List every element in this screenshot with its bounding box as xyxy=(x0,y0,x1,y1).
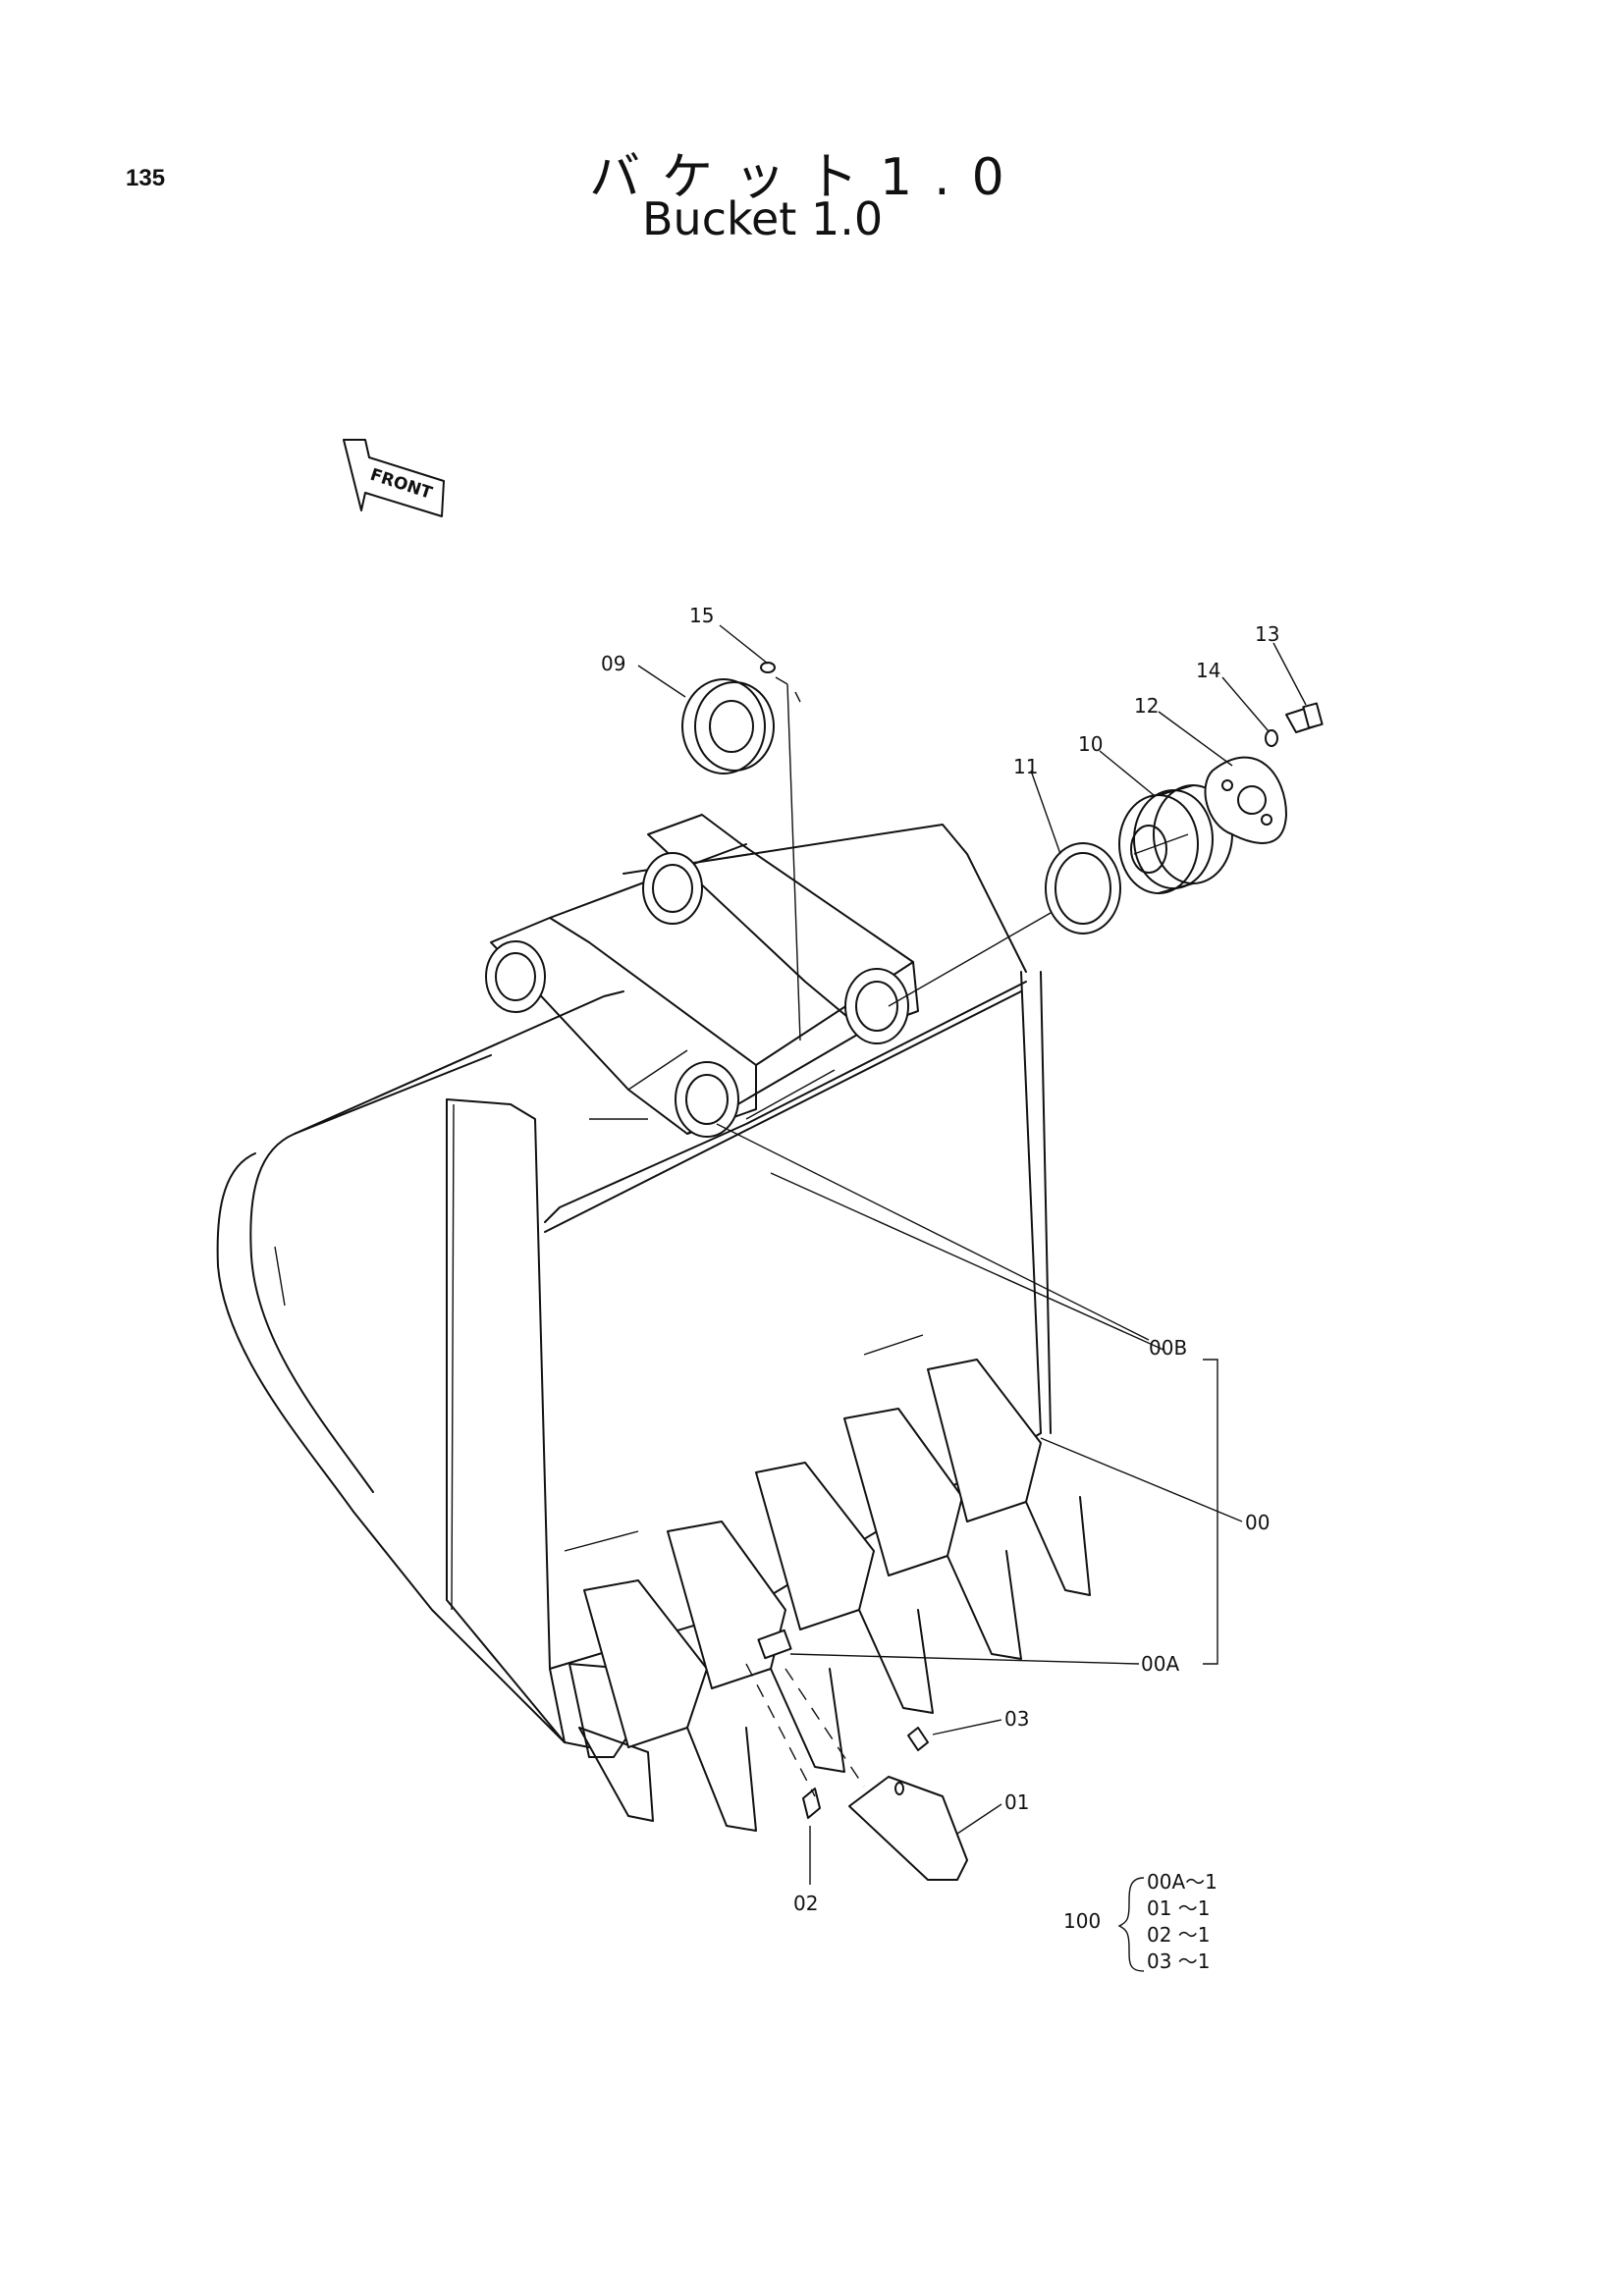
part-11-shim-ring xyxy=(1045,842,1121,934)
callout-00A: 00A xyxy=(1141,1652,1179,1676)
front-arrow-label: FRONT xyxy=(367,465,434,504)
kit-row-1: 00A〜1 xyxy=(1147,1870,1217,1894)
kit-row-3: 02 〜1 xyxy=(1147,1923,1211,1947)
part-10-bushing xyxy=(1118,784,1233,894)
leader-lines xyxy=(637,624,1307,1885)
part-14-washer xyxy=(1265,729,1278,747)
callout-03: 03 xyxy=(1004,1707,1029,1731)
callout-14: 14 xyxy=(1196,659,1220,682)
kit-row-2: 01 〜1 xyxy=(1147,1896,1211,1920)
part-12-plate xyxy=(1204,756,1287,844)
part-03-lock xyxy=(907,1727,929,1751)
kit-100: 100 00A〜1 01 〜1 02 〜1 03 〜1 xyxy=(1063,1870,1217,1973)
part-09-bushing xyxy=(681,678,775,774)
callout-10: 10 xyxy=(1078,732,1103,756)
callout-09: 09 xyxy=(601,652,625,675)
bucket-teeth xyxy=(568,1359,1091,1832)
page-number: 135 xyxy=(126,165,166,191)
callout-00B: 00B xyxy=(1149,1336,1187,1360)
pin-bosses xyxy=(485,852,909,1138)
kit-label: 100 xyxy=(1063,1909,1101,1933)
callout-01: 01 xyxy=(1004,1790,1029,1814)
callout-02: 02 xyxy=(793,1892,818,1915)
callout-labels: 15 09 13 14 12 10 11 00B 00 00A 03 01 02 xyxy=(601,604,1279,1915)
part-02-pin xyxy=(802,1788,821,1819)
part-15-pin xyxy=(760,662,776,673)
front-arrow-icon: FRONT xyxy=(343,439,445,517)
part-01-tooth-tip xyxy=(848,1776,968,1881)
part-13-bolt xyxy=(1285,702,1324,733)
title-japanese: バケット1.0 xyxy=(589,148,1026,207)
callout-15: 15 xyxy=(689,604,714,627)
callout-00: 00 xyxy=(1245,1511,1270,1534)
callout-11: 11 xyxy=(1013,755,1038,778)
callout-13: 13 xyxy=(1255,622,1279,646)
callout-12: 12 xyxy=(1134,694,1159,718)
title-english: Bucket 1.0 xyxy=(642,192,884,245)
assembly-lines xyxy=(745,676,1189,1797)
kit-row-4: 03 〜1 xyxy=(1147,1949,1211,1973)
